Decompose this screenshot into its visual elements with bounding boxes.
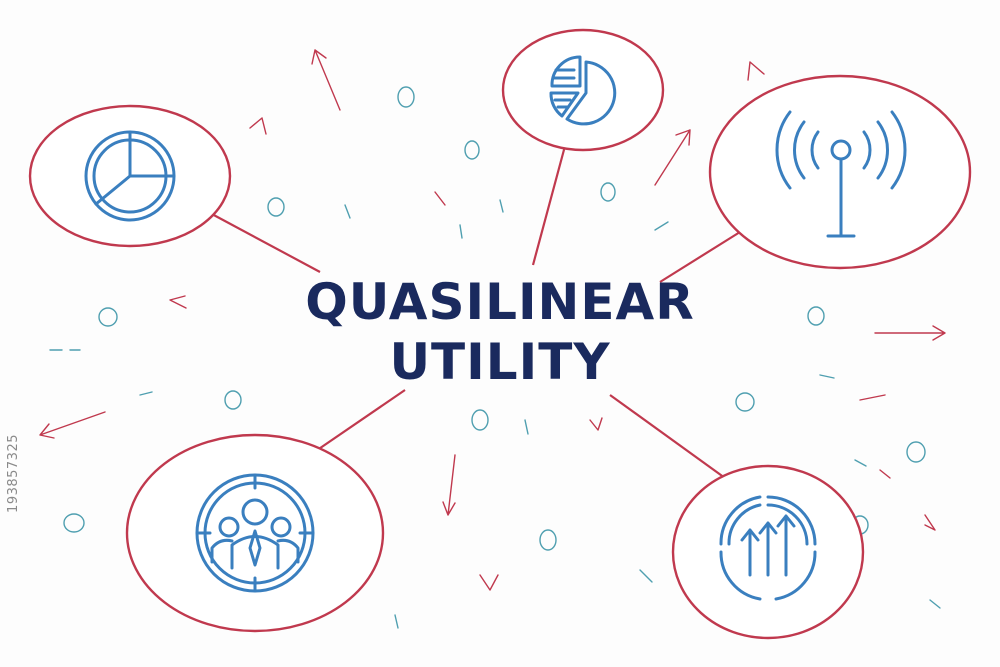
- connector-bottom-left: [309, 389, 406, 456]
- title-line-1: QUASILINEAR: [305, 273, 695, 331]
- node-top-right: [708, 74, 972, 270]
- connector-lines: [209, 145, 741, 479]
- node-top-left: [28, 104, 232, 248]
- node-bottom-left: [125, 433, 385, 633]
- diagram-title: QUASILINEAR UTILITY: [250, 272, 750, 392]
- growth-arrows-icon: [719, 495, 817, 601]
- connector-top-right: [659, 231, 741, 283]
- connector-top-left: [209, 212, 321, 273]
- team-target-icon: [195, 473, 315, 593]
- node-top-center: [501, 28, 665, 152]
- title-line-2: UTILITY: [389, 333, 611, 391]
- connector-top-center: [531, 145, 567, 266]
- antenna-signal-icon: [775, 110, 907, 238]
- decorative-dashes: [49, 199, 941, 629]
- connector-bottom-right: [609, 394, 726, 479]
- watermark-id: 193857325: [6, 434, 21, 513]
- pie-chart-exploded-icon: [549, 55, 617, 126]
- decorative-marks: [39, 49, 946, 591]
- node-bottom-right: [671, 464, 865, 640]
- pie-chart-icon: [84, 130, 176, 222]
